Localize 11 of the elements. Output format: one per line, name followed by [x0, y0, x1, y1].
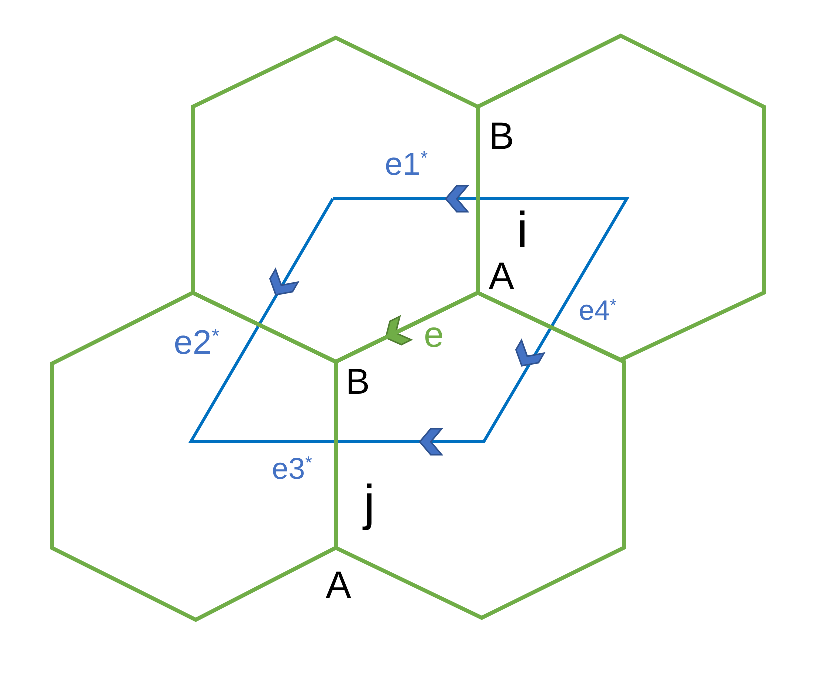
cell-label: i [517, 205, 528, 255]
vertex-label: e1$^{*}$ [385, 148, 428, 180]
vertex-label: e [424, 317, 444, 353]
cell-label: j [364, 478, 376, 528]
vertex-label: A [326, 567, 352, 605]
vertex-label: e4$^{*}$ [579, 297, 617, 325]
vertex-label: B [489, 118, 514, 156]
vertex-label: e3$^{*}$ [272, 454, 312, 485]
vertex-label: B [346, 364, 370, 400]
vertex-label: e2$^{*}$ [174, 326, 220, 360]
vertex-label: A [489, 258, 514, 296]
